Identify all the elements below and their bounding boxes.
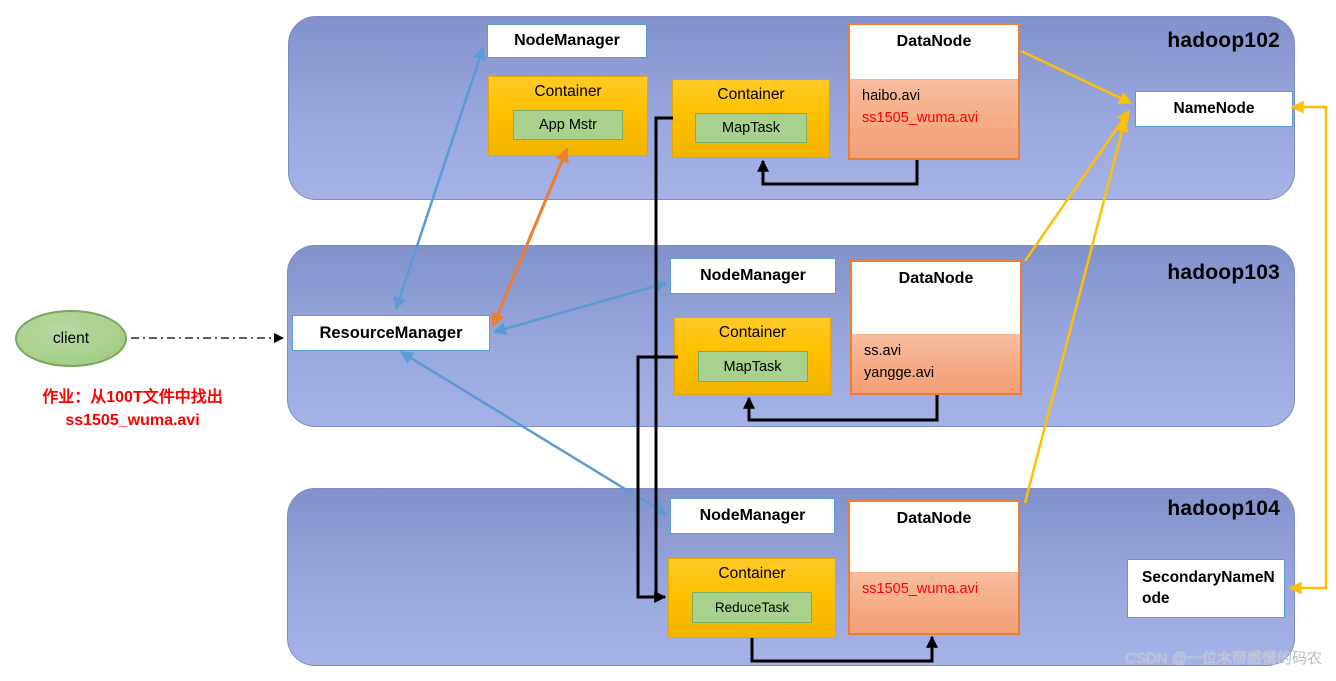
nodemanager-box-hadoop104: NodeManager	[670, 498, 835, 534]
app-mstr-box: App Mstr	[513, 110, 623, 140]
job-note-line1: 作业：从100T文件中找出	[42, 389, 223, 406]
maptask-box: MapTask	[697, 351, 808, 382]
file-yangge: yangge.avi	[864, 364, 935, 381]
container-maptask-hadoop102: Container MapTask	[672, 79, 830, 158]
job-note-line2: ss1505_wuma.avi	[65, 412, 200, 430]
datanode-box-hadoop104: DataNode ss1505_wuma.avi	[848, 500, 1020, 635]
file-haibo: haibo.avi	[862, 88, 921, 104]
container-reducetask-hadoop104: Container ReduceTask	[668, 558, 836, 638]
job-note: 作业：从100T文件中找出 ss1505_wuma.avi	[5, 386, 260, 432]
arrow-namenode-secondarynamenode	[1288, 100, 1328, 595]
datanode-title: DataNode	[898, 270, 974, 287]
datanode-files: ss1505_wuma.avi	[850, 572, 1018, 633]
container-title: Container	[534, 83, 602, 100]
reducetask-box: ReduceTask	[692, 592, 812, 623]
host-title-hadoop104: hadoop104	[1167, 497, 1280, 520]
datanode-box-hadoop103: DataNode ss.avi yangge.avi	[850, 260, 1022, 395]
file-ss: ss.avi	[864, 343, 902, 359]
host-title-hadoop102: hadoop102	[1167, 29, 1280, 52]
resourcemanager-box: ResourceManager	[292, 315, 490, 351]
datanode-box-hadoop102: DataNode haibo.avi ss1505_wuma.avi	[848, 23, 1020, 160]
secondary-namenode-box: SecondaryNameNode	[1127, 559, 1285, 618]
datanode-files: haibo.avi ss1505_wuma.avi	[850, 79, 1018, 158]
maptask-box: MapTask	[695, 113, 807, 143]
container-title: Container	[718, 565, 786, 582]
container-title: Container	[718, 324, 787, 341]
file-ss1505-wuma: ss1505_wuma.avi	[862, 581, 979, 597]
datanode-title: DataNode	[896, 510, 972, 527]
nodemanager-box-hadoop103: NodeManager	[670, 258, 836, 294]
namenode-box: NameNode	[1135, 91, 1293, 127]
host-title-hadoop103: hadoop103	[1167, 261, 1280, 284]
client-ellipse: client	[15, 310, 127, 367]
datanode-title: DataNode	[896, 33, 972, 50]
file-ss1505-wuma: ss1505_wuma.avi	[862, 109, 979, 126]
container-maptask-hadoop103: Container MapTask	[674, 317, 831, 395]
container-appmstr-hadoop102: Container App Mstr	[488, 76, 648, 156]
container-title: Container	[717, 86, 785, 103]
datanode-files: ss.avi yangge.avi	[852, 334, 1020, 393]
watermark: CSDN @一位木带感情的码农	[1125, 650, 1322, 667]
nodemanager-box-hadoop102: NodeManager	[487, 24, 647, 58]
